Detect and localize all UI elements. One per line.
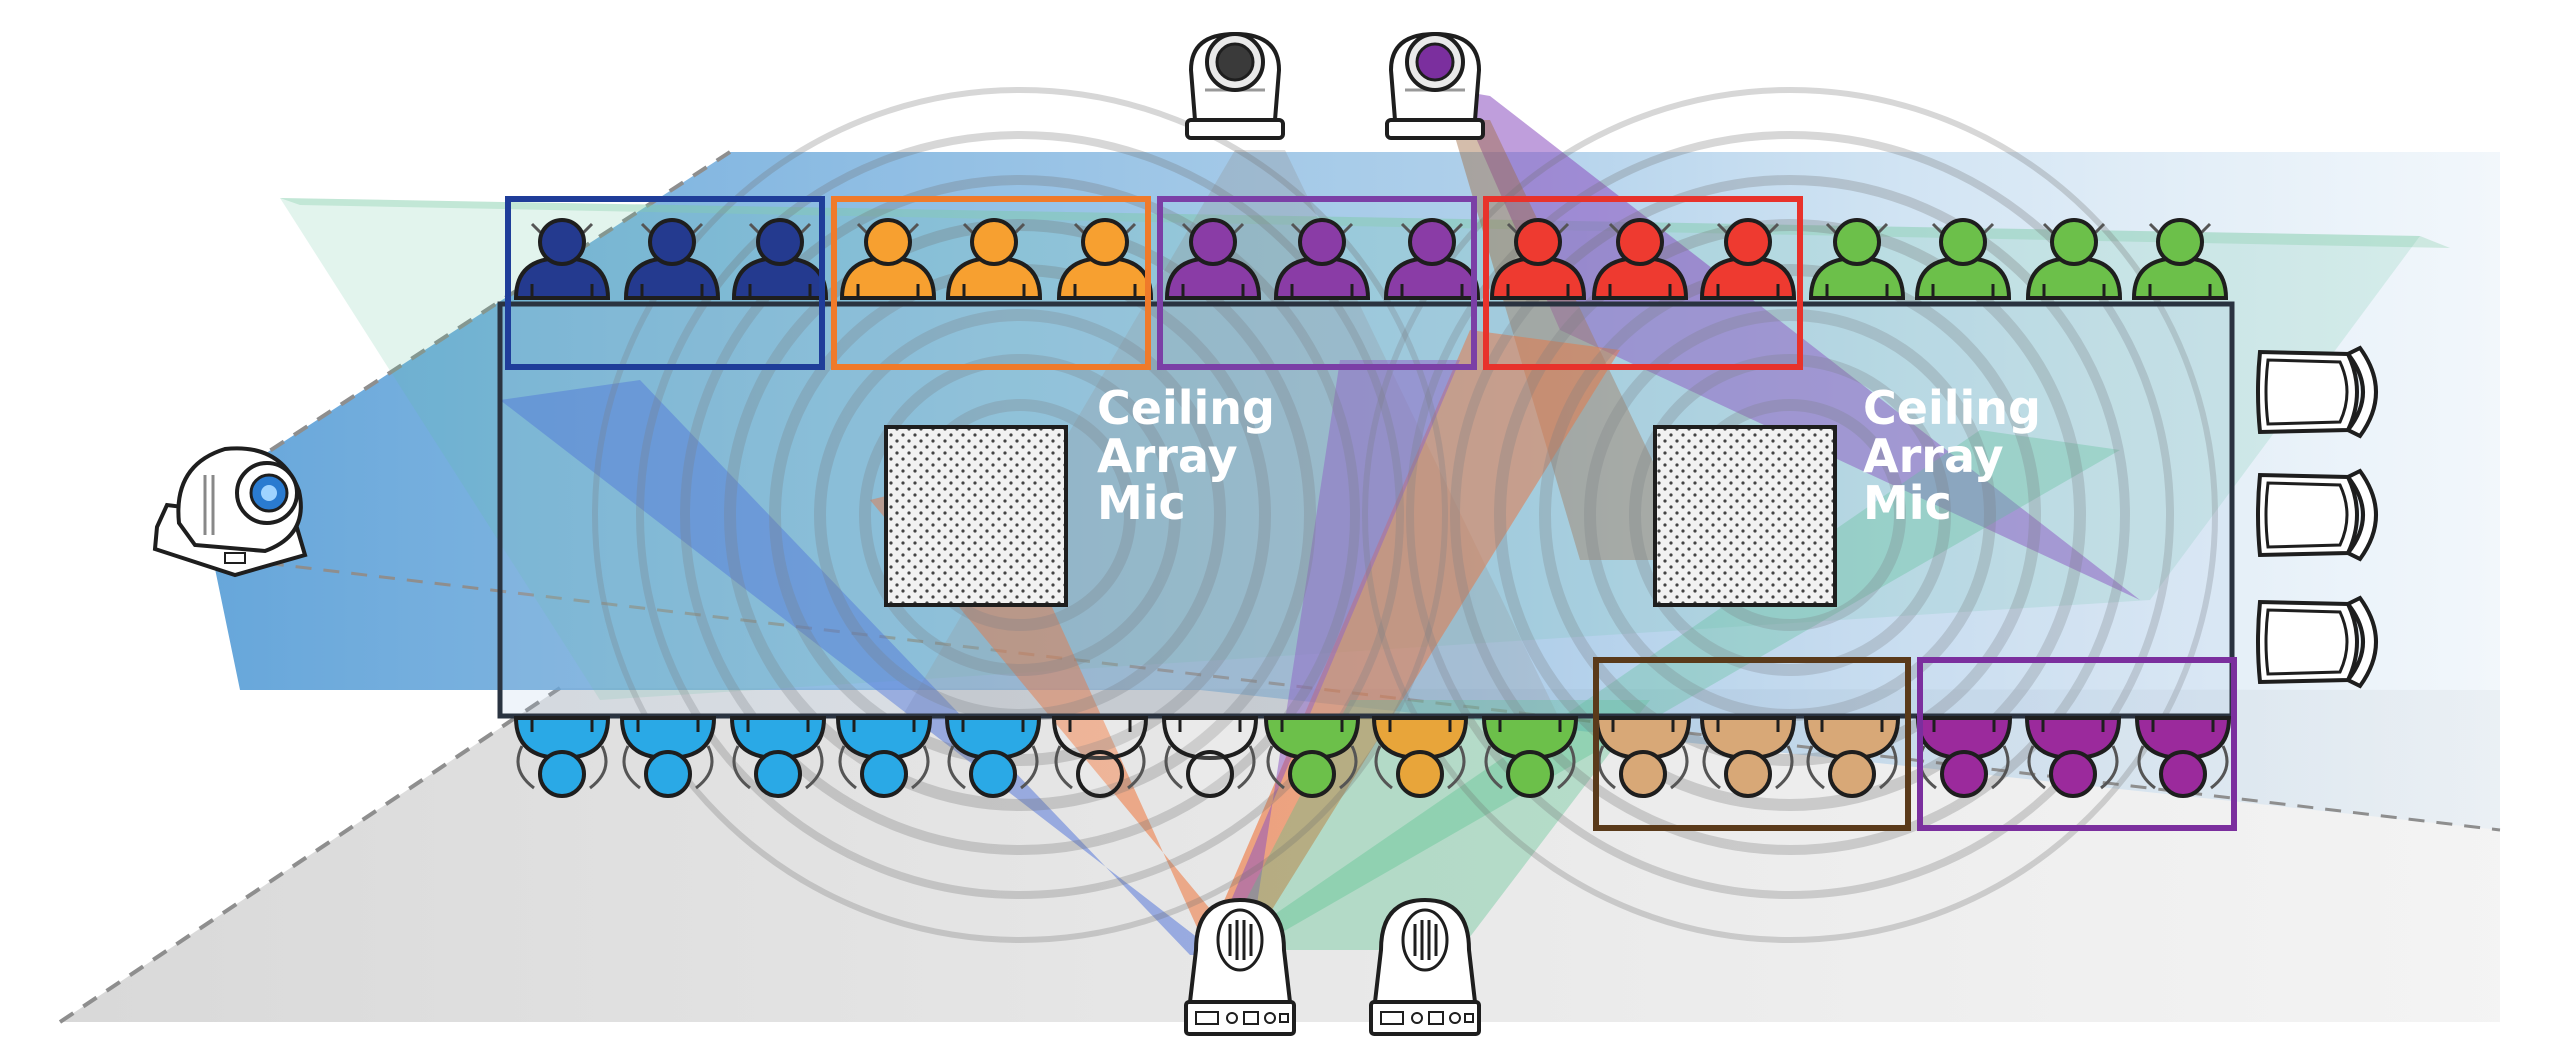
mic-label-line2: Array (1097, 429, 1238, 483)
ceiling-mic-left: Ceiling Array Mic (884, 381, 1275, 607)
side-camera-blue (152, 446, 308, 578)
zone-brown (1593, 657, 1911, 831)
zone-orange (831, 196, 1151, 370)
top-camera-gray (1185, 32, 1285, 140)
mic-label-line2: Array (1863, 429, 2004, 483)
bottom-camera-right (1369, 898, 1481, 1036)
mic-label-line3: Mic (1863, 476, 1952, 530)
zone-blue (505, 196, 825, 370)
top-camera-purple (1385, 32, 1485, 140)
zone-purple (1157, 196, 1477, 370)
bottom-camera-left (1184, 898, 1296, 1036)
conference-table (497, 301, 2235, 719)
chair (2256, 346, 2378, 438)
pickup-zones (505, 196, 2237, 831)
ceiling-mic-right: Ceiling Array Mic (1653, 381, 2041, 607)
chair (2256, 469, 2378, 561)
mic-label-line3: Mic (1097, 476, 1186, 530)
zone-magenta (1917, 657, 2237, 831)
mic-label-line1: Ceiling (1863, 381, 2041, 435)
chair (2256, 596, 2378, 688)
mic-label-line1: Ceiling (1097, 381, 1275, 435)
zone-red (1483, 196, 1803, 370)
empty-chairs (2256, 346, 2378, 688)
